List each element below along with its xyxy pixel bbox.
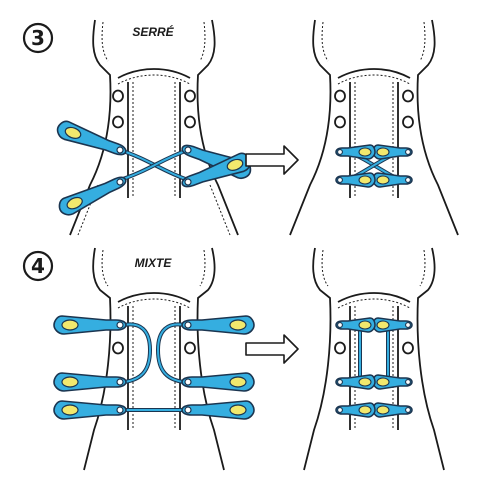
lace-lock [335, 317, 376, 333]
arrow-right-icon [245, 145, 299, 175]
step-title: SERRÉ [132, 24, 174, 39]
shoe-before [53, 247, 255, 471]
lace-lock [335, 144, 376, 160]
lace-lock [372, 144, 413, 160]
arrow-right-icon [245, 334, 299, 364]
eyelet [334, 115, 346, 129]
lace-lock [335, 402, 376, 418]
eyelet [334, 89, 346, 103]
lace-lock [335, 172, 376, 188]
shoe-after [303, 247, 445, 471]
step-number: 3 [31, 26, 45, 50]
lace-lock [53, 315, 127, 335]
eyelet [184, 115, 196, 129]
lace-lock [372, 172, 413, 188]
lace-lock [372, 402, 413, 418]
shoe-before [54, 19, 254, 236]
step-title: MIXTE [135, 256, 173, 270]
step-number: 4 [31, 254, 45, 278]
eyelet [402, 341, 414, 355]
eyelet [112, 341, 124, 355]
eyelet [112, 89, 124, 103]
eyelet [112, 115, 124, 129]
lace-lock [181, 400, 255, 420]
lace-lock [181, 315, 255, 335]
lace-lock [181, 372, 255, 392]
lace-lock [53, 372, 127, 392]
eyelet [184, 89, 196, 103]
eyelet [402, 115, 414, 129]
eyelet [402, 89, 414, 103]
shoe-after [289, 19, 459, 236]
lace-lock [335, 374, 376, 390]
step-4: 4 MIXTE [22, 247, 445, 471]
eyelet [184, 341, 196, 355]
lace-lock [53, 400, 127, 420]
step-number-badge: 3 [22, 22, 54, 54]
lace-lock [372, 374, 413, 390]
step-3: 3 SERRÉ [22, 19, 459, 236]
eyelet [334, 341, 346, 355]
lace-lock [372, 317, 413, 333]
step-number-badge: 4 [22, 250, 54, 282]
